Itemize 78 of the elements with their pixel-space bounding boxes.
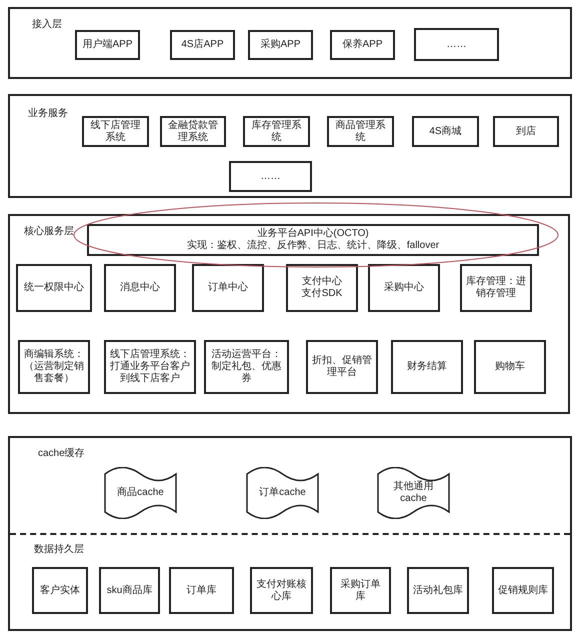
service-box bbox=[104, 264, 176, 312]
node-text: 采购订单库 bbox=[340, 578, 382, 602]
node-text: 库存管理：进销存管理 bbox=[466, 276, 526, 300]
service-box bbox=[368, 264, 440, 312]
node-text: 线下店管理系统：打通业务平台客户到线下店客户 bbox=[110, 349, 190, 385]
node-text: 折扣、促销管理平台 bbox=[312, 355, 372, 379]
layer-title: 数据持久层 bbox=[34, 544, 84, 556]
node-text: 商品管理系统 bbox=[334, 120, 386, 144]
service-box bbox=[492, 567, 554, 614]
node-text: 库存管理系统 bbox=[250, 120, 302, 144]
service-box bbox=[75, 30, 140, 60]
node-text: 支付对账核心库 bbox=[256, 578, 307, 602]
service-box bbox=[460, 264, 532, 312]
node-text: 订单cache bbox=[259, 487, 306, 499]
service-box bbox=[306, 340, 378, 394]
service-box bbox=[82, 116, 149, 147]
node-text: 商编辑系统：（运营制定销售套餐） bbox=[24, 349, 84, 385]
node-text: 消息中心 bbox=[120, 282, 160, 294]
service-box bbox=[104, 340, 196, 394]
service-box bbox=[407, 567, 469, 614]
service-box bbox=[204, 340, 289, 394]
node-text: 采购中心 bbox=[384, 282, 424, 294]
node-text: sku商品库 bbox=[106, 584, 152, 596]
service-box bbox=[412, 116, 479, 147]
service-box bbox=[286, 264, 358, 312]
node-text: 采购APP bbox=[260, 39, 300, 51]
service-box bbox=[330, 30, 395, 60]
layer-panel bbox=[8, 214, 570, 414]
service-box bbox=[169, 567, 234, 614]
node-text: 支付SDK bbox=[302, 288, 342, 300]
node-text: 线下店管理系统 bbox=[90, 120, 142, 144]
node-text: 促销规则库 bbox=[498, 584, 548, 596]
node-text: 商品cache bbox=[117, 487, 164, 499]
service-box bbox=[250, 567, 313, 614]
node-text: 到店 bbox=[516, 126, 536, 138]
node-text: 其他通用cache bbox=[392, 481, 434, 505]
service-box bbox=[474, 340, 546, 394]
node-text: 活动礼包库 bbox=[413, 584, 463, 596]
node-text: 支付中心 bbox=[302, 276, 342, 288]
layer-panel bbox=[8, 436, 572, 631]
node-text: 财务结算 bbox=[407, 361, 447, 373]
service-box bbox=[248, 30, 313, 60]
service-box bbox=[229, 161, 312, 192]
node-text: 实现：鉴权、流控、反作弊、日志、统计、降级、fallover bbox=[186, 240, 440, 252]
service-box bbox=[18, 340, 90, 394]
service-box bbox=[87, 224, 539, 256]
service-box bbox=[192, 264, 264, 312]
layer-title: 业务服务 bbox=[28, 108, 68, 120]
layer-title: 接入层 bbox=[32, 19, 62, 32]
service-box bbox=[330, 567, 391, 614]
service-box bbox=[16, 264, 92, 312]
node-text: 保养APP bbox=[342, 39, 382, 51]
node-text: 用户端APP bbox=[82, 39, 132, 51]
service-box bbox=[99, 567, 160, 614]
node-text: 金融贷款管理系统 bbox=[167, 120, 219, 144]
layer-title: cache缓存 bbox=[38, 448, 85, 460]
service-box bbox=[391, 340, 463, 394]
service-box bbox=[170, 30, 235, 60]
node-text: 订单中心 bbox=[208, 282, 248, 294]
service-box bbox=[160, 116, 226, 147]
layer-panel bbox=[8, 94, 572, 198]
node-text: 客户实体 bbox=[40, 584, 80, 596]
node-text: …… bbox=[446, 38, 466, 50]
service-box bbox=[493, 116, 559, 147]
layer-title: 核心服务层 bbox=[24, 226, 74, 238]
node-text: …… bbox=[260, 170, 280, 182]
node-text: 活动运营平台：制定礼包、优惠券 bbox=[210, 349, 282, 385]
node-text: 4S店APP bbox=[181, 39, 224, 51]
node-text: 4S商城 bbox=[429, 126, 462, 138]
node-text: 订单库 bbox=[186, 584, 216, 596]
service-box bbox=[327, 116, 394, 147]
service-box bbox=[414, 28, 499, 61]
service-box bbox=[32, 567, 88, 614]
node-text: 统一权限中心 bbox=[24, 282, 84, 294]
service-box bbox=[243, 116, 310, 147]
node-text: 购物车 bbox=[495, 361, 525, 373]
layer-panel bbox=[8, 7, 572, 79]
node-text: 业务平台API中心(OCTO) bbox=[257, 228, 369, 240]
